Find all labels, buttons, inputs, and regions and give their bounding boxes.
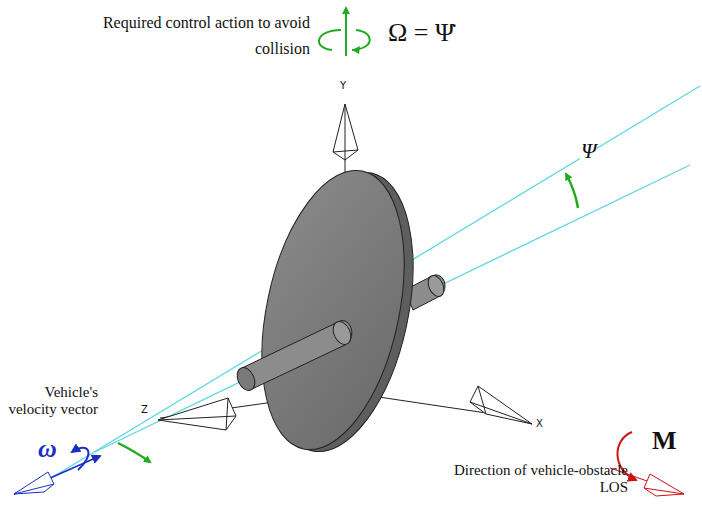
- axis-label: Y: [340, 80, 346, 91]
- axis-label: X: [536, 418, 543, 429]
- moment-label: M: [652, 426, 677, 456]
- psi-arrow: [566, 174, 578, 208]
- shaft-front: [234, 319, 355, 394]
- disc: [239, 157, 436, 464]
- los-note: Direction of vehicle-obstacle LOS: [448, 462, 628, 496]
- velocity-line: [28, 86, 700, 492]
- velocity-note: Vehicle's velocity vector: [2, 384, 98, 418]
- y-arrowhead: [333, 104, 358, 160]
- omega-label: ω: [38, 434, 57, 464]
- omega-equation: Ω = Ψ̇: [388, 18, 454, 48]
- psi-arrow: [118, 443, 150, 462]
- angle-label: Ψ: [580, 138, 597, 164]
- x-arrowhead: [470, 386, 532, 424]
- velocity-vector-symbol: [14, 448, 100, 494]
- control-action-note: Required control action to avoid collisi…: [60, 10, 310, 62]
- axis-label: Z: [141, 404, 148, 415]
- z-arrowhead: [158, 398, 236, 430]
- rotation-symbol: [319, 8, 370, 56]
